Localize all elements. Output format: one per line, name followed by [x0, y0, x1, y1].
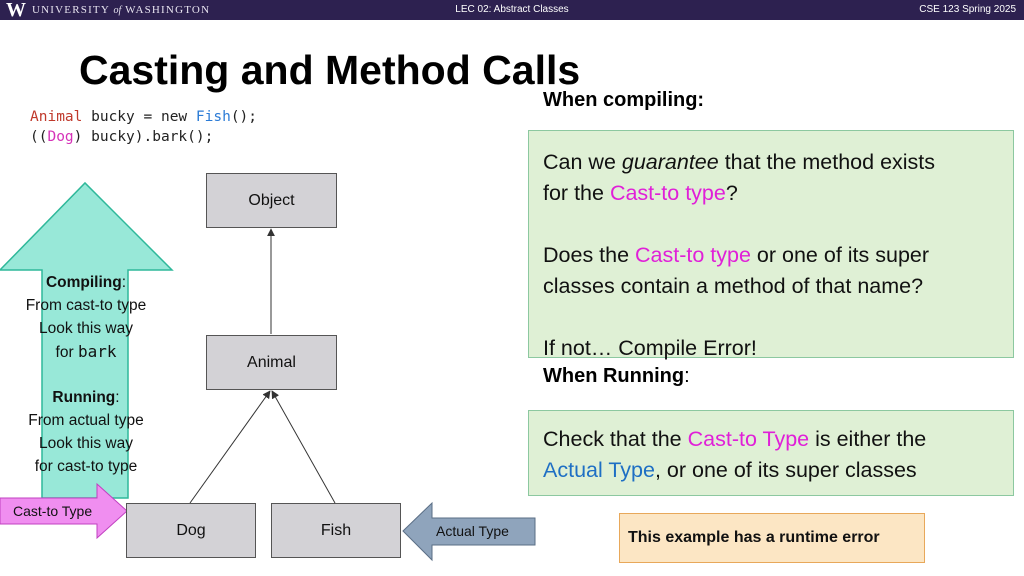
compiling-note: Compiling: From cast-to type Look this w…: [25, 274, 147, 361]
running-text: Check that the Cast-to Type is either th…: [543, 427, 927, 482]
uw-w-logo-icon: W: [6, 0, 26, 21]
uw-logo: W UNIVERSITY of WASHINGTON: [6, 0, 210, 20]
lecture-title: LEC 02: Abstract Classes: [455, 4, 569, 15]
course-name: CSE 123 Spring 2025: [919, 4, 1016, 15]
running-box: [528, 410, 1014, 496]
compile-direction-arrow: [0, 181, 174, 499]
header-bar: W UNIVERSITY of WASHINGTON LEC 02: Abstr…: [0, 0, 1024, 20]
compiling-box: [528, 130, 1014, 358]
runtime-error-note: This example has a runtime error: [619, 513, 925, 563]
fish-to-animal-line: [271, 390, 336, 504]
code-line-1: Animal bucky = new Fish();: [30, 109, 258, 125]
cast-to-arrow: [0, 482, 128, 540]
running-heading: When Running:: [543, 365, 690, 387]
object-class-box: Object: [206, 173, 337, 228]
running-note: Running: From actual type Look this way …: [28, 389, 144, 475]
compiling-text: Can we guarantee that the method exists …: [543, 150, 936, 360]
animal-class-box: Animal: [206, 335, 337, 390]
fish-class-box: Fish: [271, 503, 401, 558]
code-line-2: ((Dog) bucky).bark();: [30, 129, 214, 145]
compiling-heading: When compiling:: [543, 89, 705, 111]
actual-type-label: Actual Type: [436, 523, 509, 539]
actual-type-arrow: [402, 501, 536, 562]
uw-wordmark: UNIVERSITY of WASHINGTON: [32, 4, 211, 16]
dog-class-box: Dog: [126, 503, 256, 558]
dog-to-animal-line: [189, 390, 271, 504]
code-snippet: Animal bucky = new Fish(); ((Dog) bucky).…: [30, 107, 257, 147]
cast-to-type-label: Cast-to Type: [13, 503, 93, 519]
slide-title: Casting and Method Calls: [79, 47, 581, 93]
